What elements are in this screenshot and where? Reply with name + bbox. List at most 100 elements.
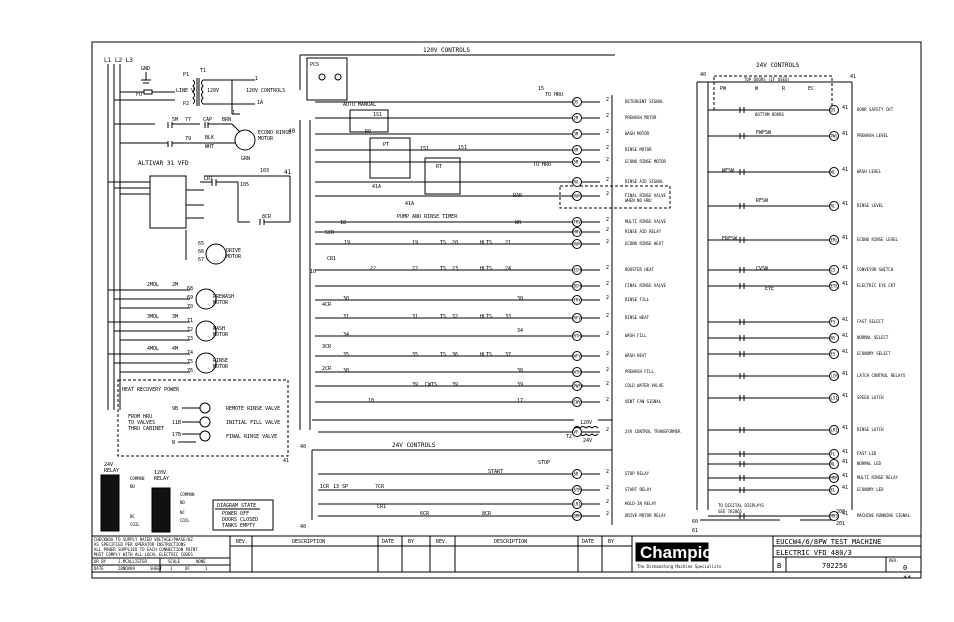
svg-text:60: 60: [692, 519, 698, 525]
svg-text:4CR: 4CR: [322, 302, 332, 308]
svg-text:13: 13: [333, 484, 339, 490]
coil-symbol: [572, 331, 582, 341]
right-coil-symbol: [829, 485, 839, 495]
rung-label: RINSE MOTOR: [625, 147, 652, 152]
svg-text:J.MCALLISTER: J.MCALLISTER: [118, 559, 147, 564]
right-rung-label: FAST LED: [857, 451, 877, 456]
coil-tag: RA: [574, 180, 579, 185]
right-terminal: 41: [842, 281, 848, 287]
coil-tag: PWFV: [574, 384, 584, 389]
right-coil-tag: EYE: [831, 284, 839, 289]
right-coil-symbol: [829, 235, 839, 245]
svg-text:40: 40: [300, 524, 306, 530]
svg-text:1: 1: [255, 76, 258, 82]
right-rung-label: CONVEYOR SWITCH: [857, 267, 894, 272]
svg-text:22: 22: [370, 266, 376, 272]
rung-label: RINSE AID SIGNAL: [625, 179, 664, 184]
rung-label: START RELAY: [625, 487, 652, 492]
prewash-motor-icon: [195, 288, 217, 310]
coil-symbol: [572, 499, 582, 509]
svg-text:HLTS: HLTS: [480, 266, 492, 272]
coil-tag: 3M: [574, 132, 579, 137]
svg-text:18: 18: [340, 220, 346, 226]
svg-text:BOTTOM DOORS: BOTTOM DOORS: [755, 112, 784, 117]
right-coil-tag: NL: [831, 462, 836, 467]
right-coil-tag: WL: [831, 170, 836, 175]
fuse-icon: [143, 89, 153, 95]
svg-text:P2: P2: [183, 101, 189, 107]
coil-symbol: [572, 295, 582, 305]
rung-terminal: 2: [606, 281, 609, 287]
right-terminal: 41: [842, 333, 848, 339]
svg-text:20: 20: [452, 240, 458, 246]
pcs-switch: [306, 57, 348, 101]
gnd-label: GND: [141, 66, 150, 72]
svg-text:1: 1: [205, 566, 208, 571]
champion-logo-bg: [635, 542, 709, 562]
svg-text:40: 40: [288, 128, 296, 135]
rung-terminal: 2: [606, 499, 609, 505]
svg-text:40: 40: [700, 72, 706, 78]
svg-text:BY: BY: [408, 539, 414, 545]
diagram-state-title: DIAGRAM STATE: [217, 503, 256, 509]
right-coil-tag: NS: [831, 336, 836, 341]
right-terminal: 41: [842, 449, 848, 455]
rung-terminal: 2: [606, 485, 609, 491]
right-coil-symbol: [829, 317, 839, 327]
svg-text:TS: TS: [440, 240, 446, 246]
svg-text:GRN: GRN: [241, 156, 250, 162]
coil-tag: 2M: [574, 116, 579, 121]
coil-symbol: [572, 177, 582, 187]
svg-text:5CR: 5CR: [325, 230, 335, 236]
svg-text:8CR: 8CR: [262, 214, 272, 220]
coil-symbol: [572, 381, 582, 391]
coil-symbol: [572, 313, 582, 323]
svg-text:30: 30: [343, 296, 349, 302]
rung-terminal: 2: [606, 351, 609, 357]
svg-text:REMOTE RINSE VALVE: REMOTE RINSE VALVE: [226, 406, 280, 412]
svg-text:NO: NO: [180, 500, 185, 505]
svg-text:CAP: CAP: [203, 117, 212, 123]
svg-text:24V: 24V: [583, 438, 592, 444]
right-coil-tag: DS: [831, 108, 836, 113]
svg-text:WFSW: WFSW: [722, 168, 735, 174]
svg-text:31: 31: [412, 314, 418, 320]
heat-recovery-box: [117, 379, 289, 457]
right-coil-tag: RL: [831, 204, 836, 209]
coil-tag: WFV: [574, 354, 582, 359]
right-rung-label: ECONO RINSE LEVEL: [857, 237, 899, 242]
svg-text:TS: TS: [440, 352, 446, 358]
svg-text:NONE: NONE: [196, 559, 206, 564]
svg-text:P1: P1: [183, 72, 189, 78]
svg-text:RO: RO: [365, 129, 371, 135]
vfd-block: [149, 175, 187, 229]
svg-text:31: 31: [343, 314, 349, 320]
svg-text:24: 24: [505, 266, 511, 272]
svg-text:PUMP AND RINSE TIMER: PUMP AND RINSE TIMER: [397, 214, 458, 220]
transformer-t1-secondary: [201, 79, 204, 105]
svg-text:39: 39: [517, 382, 523, 388]
coil-tag: CWV: [574, 400, 582, 405]
relay-24v-icon: [100, 474, 120, 532]
svg-text:PCS: PCS: [310, 62, 319, 68]
notes-line-1: CHECKBOX TO SUPPLY RATED VOLTAGE/PHASE/H…: [94, 537, 193, 542]
svg-text:151: 151: [458, 145, 467, 151]
coil-symbol: [572, 281, 582, 291]
svg-text:4MOL: 4MOL: [147, 346, 159, 352]
rung-label: BOOSTER HEAT: [625, 267, 654, 272]
rung-terminal: 2: [606, 239, 609, 245]
diagram-state-box: DIAGRAM STATE POWER OFF DOORS CLOSED TAN…: [212, 499, 274, 531]
coil-tag: VF: [574, 430, 579, 435]
svg-text:TANKS EMPTY: TANKS EMPTY: [222, 523, 255, 529]
svg-text:20NOV09: 20NOV09: [118, 566, 135, 571]
svg-text:120V: 120V: [580, 420, 592, 426]
right-coil-symbol: [829, 333, 839, 343]
svg-text:N: N: [172, 440, 175, 446]
coil-tag: SR: [574, 472, 579, 477]
